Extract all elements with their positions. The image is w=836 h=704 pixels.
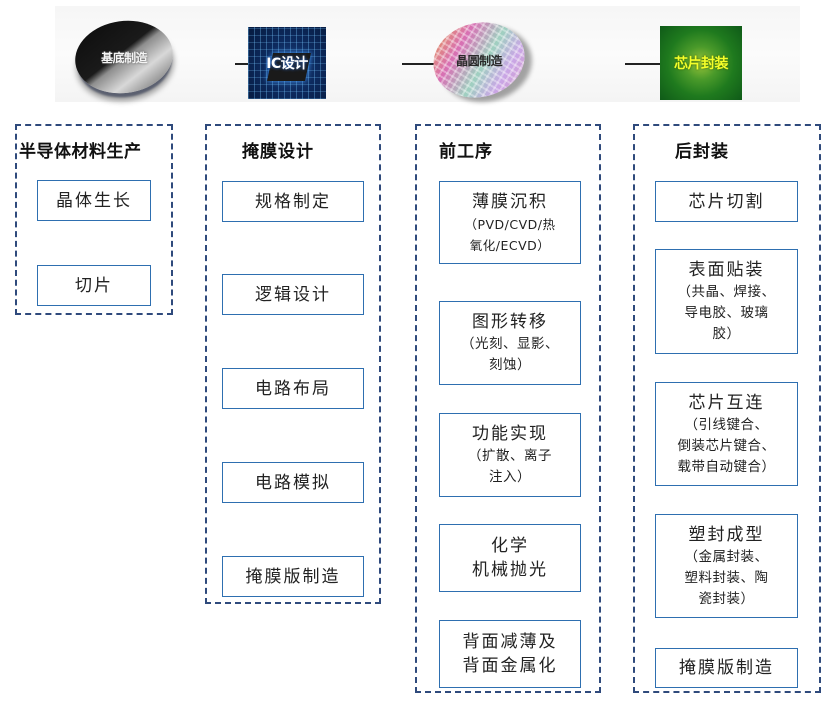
step-title: 晶体生长 — [56, 190, 132, 211]
step-box: 背面减薄及 背面金属化 — [439, 620, 581, 688]
step-box: 表面贴装 （共晶、焊接、 导电胶、玻璃 胶） — [655, 249, 798, 354]
step-title-line2: 背面金属化 — [462, 656, 558, 676]
step-title: 逻辑设计 — [255, 284, 331, 305]
step-detail: （扩散、离子 — [468, 448, 552, 464]
column-mask-design: 掩膜设计 规格制定 逻辑设计 电路布局 电路模拟 掩膜版制造 — [205, 124, 381, 604]
column-title: 后封装 — [675, 142, 729, 162]
step-detail: 导电胶、玻璃 — [684, 305, 769, 321]
stage-label-substrate: 基底制造 — [100, 50, 148, 65]
column-title: 前工序 — [439, 142, 493, 162]
step-box: 塑封成型 （金属封装、 塑料封装、陶 瓷封装） — [655, 514, 798, 618]
step-box: 掩膜版制造 — [222, 556, 364, 597]
step-box: 逻辑设计 — [222, 274, 364, 315]
step-detail: 瓷封装） — [698, 590, 755, 607]
step-title: 芯片互连 — [688, 392, 765, 413]
step-detail: （共晶、焊接、 — [677, 284, 776, 300]
chip-packaging-image: 芯片封装 — [660, 26, 742, 100]
step-box: 薄膜沉积 （PVD/CVD/热 氧化/ECVD） — [439, 181, 581, 264]
process-flow-banner: 基底制造 IC设计 晶圆制造 芯片封装 — [55, 6, 800, 108]
step-detail: 倒装芯片键合、 — [677, 437, 776, 454]
step-detail: 注入） — [489, 469, 531, 485]
column-title: 半导体材料生产 — [19, 142, 142, 162]
step-box: 芯片切割 — [655, 181, 798, 222]
step-detail: 胶） — [712, 326, 741, 342]
step-detail: 刻蚀） — [489, 357, 531, 373]
step-box: 切片 — [37, 265, 151, 306]
step-title: 芯片切割 — [688, 191, 765, 212]
stage-label-wafer: 晶圆制造 — [455, 53, 503, 68]
substrate-manufacturing-image: 基底制造 — [70, 14, 178, 100]
step-box: 电路模拟 — [222, 462, 364, 503]
step-title: 背面减薄及 — [462, 632, 558, 652]
step-box: 图形转移 （光刻、显影、 刻蚀） — [439, 301, 581, 385]
step-title: 切片 — [75, 275, 113, 296]
ic-design-image: IC设计 — [248, 27, 326, 99]
step-title: 塑封成型 — [688, 524, 765, 545]
column-title: 掩膜设计 — [242, 142, 314, 162]
column-back-end-packaging: 后封装 芯片切割 表面贴装 （共晶、焊接、 导电胶、玻璃 胶） 芯片互连 （引线… — [633, 124, 821, 693]
step-title: 电路布局 — [255, 378, 331, 399]
step-box: 化学 机械抛光 — [439, 524, 581, 592]
column-front-end-process: 前工序 薄膜沉积 （PVD/CVD/热 氧化/ECVD） 图形转移 （光刻、显影… — [415, 124, 601, 693]
step-title: 图形转移 — [472, 312, 548, 332]
step-detail: （引线键合、 — [684, 416, 769, 433]
wafer-manufacturing-image: 晶圆制造 — [425, 12, 533, 108]
step-detail: 氧化/ECVD） — [469, 237, 551, 253]
stage-label-ic-design: IC设计 — [266, 56, 308, 72]
step-box: 规格制定 — [222, 181, 364, 222]
step-box: 芯片互连 （引线键合、 倒装芯片键合、 载带自动键合） — [655, 382, 798, 486]
step-box: 晶体生长 — [37, 180, 151, 221]
step-detail: 载带自动键合） — [677, 458, 776, 475]
step-box: 电路布局 — [222, 368, 364, 409]
column-material-production: 半导体材料生产 晶体生长 切片 — [15, 124, 173, 315]
step-box: 掩膜版制造 — [655, 648, 798, 688]
step-box: 功能实现 （扩散、离子 注入） — [439, 413, 581, 497]
step-title-line2: 机械抛光 — [472, 560, 548, 580]
step-detail: （光刻、显影、 — [461, 336, 559, 352]
step-detail: （PVD/CVD/热 — [464, 216, 556, 232]
step-detail: 塑料封装、陶 — [684, 569, 769, 586]
step-title: 掩膜版制造 — [245, 566, 341, 587]
step-title: 掩膜版制造 — [679, 658, 774, 678]
step-title: 表面贴装 — [688, 260, 765, 280]
stage-label-packaging: 芯片封装 — [674, 56, 729, 72]
step-title: 规格制定 — [255, 191, 331, 212]
step-title: 薄膜沉积 — [472, 191, 548, 212]
step-title: 功能实现 — [472, 424, 548, 444]
step-detail: （金属封装、 — [684, 548, 769, 565]
step-title: 化学 — [491, 536, 529, 556]
step-title: 电路模拟 — [255, 472, 331, 493]
